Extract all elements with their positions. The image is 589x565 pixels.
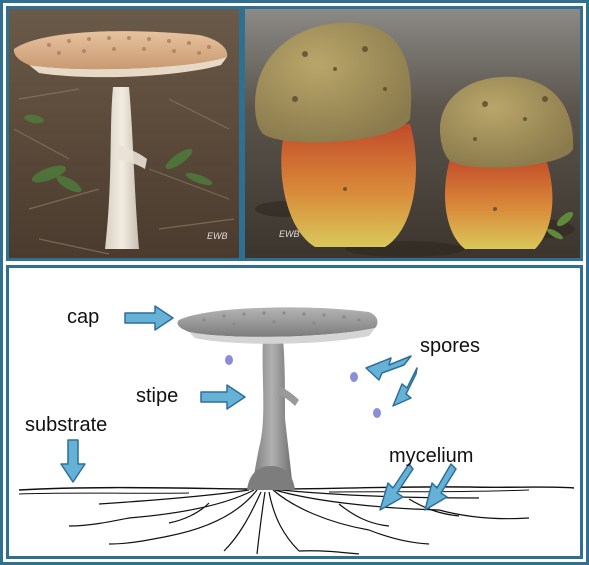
stipe-arrow-icon (201, 385, 245, 409)
amanita-photo: EWB (6, 6, 242, 261)
label-mycelium: mycelium (389, 446, 473, 466)
mycelium-lines (69, 489, 529, 554)
label-stipe: stipe (136, 386, 178, 406)
mushroom-anatomy-diagram: cap stipe spores substrate mycelium (6, 265, 583, 559)
spore-dots (225, 355, 381, 418)
label-spores: spores (420, 336, 480, 356)
photo-watermark: EWB (279, 229, 300, 239)
substrate-arrow-icon (61, 440, 85, 482)
cap-arrow-icon (125, 306, 173, 330)
spores-arrow-icon (366, 356, 411, 380)
label-substrate: substrate (25, 415, 107, 435)
photo-watermark: EWB (207, 231, 228, 241)
spores-arrow-icon (393, 368, 417, 406)
substrate-line (19, 487, 574, 490)
bolete-photo: EWB (242, 6, 583, 261)
amanita-illustration (9, 9, 239, 258)
label-cap: cap (67, 307, 99, 327)
bolete-illustration (245, 9, 580, 258)
